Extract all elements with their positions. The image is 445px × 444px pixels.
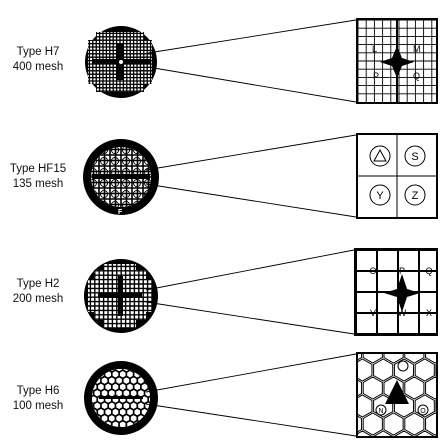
mark-letter: V [370, 308, 376, 318]
zoom-lines-h6 [145, 353, 357, 437]
mark-letter: N [378, 408, 383, 415]
mark-letter: O [420, 408, 426, 415]
grid-label-h6: Type H6 100 mesh [0, 384, 76, 414]
grid-disc-h7 [85, 26, 157, 98]
mark-letter: Q [425, 266, 432, 276]
zoom-lines-h2 [145, 249, 355, 335]
mark-letter: O [369, 266, 376, 276]
mark-letter: Q [413, 71, 420, 81]
zoom-panel-h2: O P Q V W X [354, 248, 438, 336]
zoom-panel-h6: N O [356, 352, 438, 438]
zoom-lines-hf15 [145, 134, 357, 218]
grid-label-h2: Type H2 200 mesh [0, 277, 76, 307]
mark-letter: Z [412, 190, 419, 202]
zoom-panel-h7: L M P Q [356, 18, 438, 104]
svg-text:F: F [118, 209, 123, 216]
grid-disc-h6 [84, 361, 158, 435]
zoom-lines-h7 [147, 19, 357, 103]
mark-letter: Y [376, 190, 384, 202]
grid-type: Type H6 [16, 385, 60, 397]
grid-label-hf15: Type HF15 135 mesh [0, 162, 76, 192]
mark-letter: L [372, 44, 377, 54]
mark-letter: P [373, 71, 379, 81]
grid-label-h7: Type H7 400 mesh [0, 45, 76, 75]
mark-letter: P [399, 266, 405, 276]
mark-letter: M [413, 44, 421, 54]
grid-disc-hf15: F [83, 139, 159, 216]
zoom-panel-hf15: S Y Z [356, 133, 438, 219]
grid-type: Type H7 [16, 46, 60, 58]
grid-disc-h2 [84, 259, 158, 333]
mark-letter: W [398, 308, 407, 318]
grid-mesh: 100 mesh [12, 400, 64, 412]
grid-mesh: 135 mesh [12, 178, 64, 190]
grid-mesh: 400 mesh [12, 61, 64, 73]
grid-type: Type H2 [16, 278, 60, 290]
grid-type: Type HF15 [9, 163, 67, 175]
mark-letter: S [411, 151, 418, 163]
grid-mesh: 200 mesh [12, 293, 64, 305]
mark-letter: X [426, 308, 432, 318]
